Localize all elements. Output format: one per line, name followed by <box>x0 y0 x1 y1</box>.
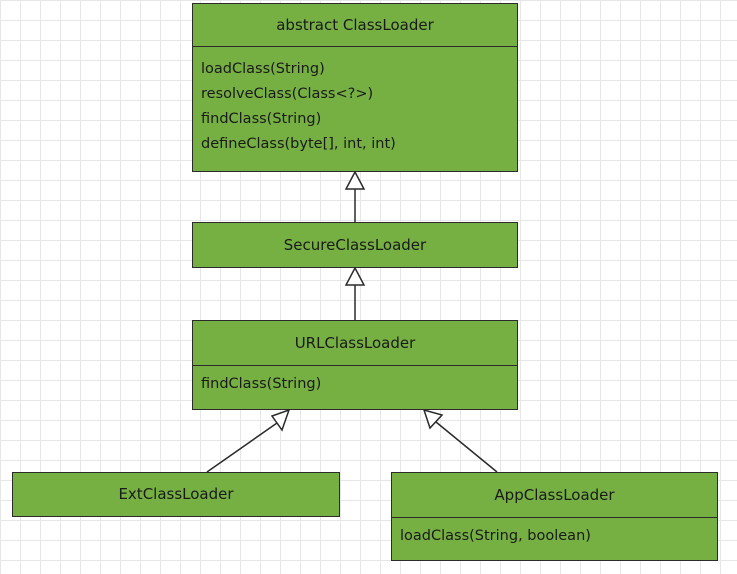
inheritance-arrowhead <box>422 408 444 430</box>
class-box-secureclassloader[interactable]: SecureClassLoader <box>192 222 518 268</box>
method-list: findClass(String) <box>193 365 517 408</box>
class-box-classloader[interactable]: abstract ClassLoader loadClass(String) r… <box>192 3 518 172</box>
class-box-appclassloader[interactable]: AppClassLoader loadClass(String, boolean… <box>391 472 718 561</box>
method-item: findClass(String) <box>201 111 322 127</box>
method-item: loadClass(String) <box>201 61 325 77</box>
method-item: findClass(String) <box>201 376 322 392</box>
edge-app-to-url <box>435 421 498 473</box>
method-item: loadClass(String, boolean) <box>400 528 591 544</box>
class-box-extclassloader[interactable]: ExtClassLoader <box>12 472 340 517</box>
class-box-urlclassloader[interactable]: URLClassLoader findClass(String) <box>192 320 518 410</box>
inheritance-arrowhead <box>344 266 366 286</box>
inheritance-arrowhead <box>344 170 366 190</box>
class-name: abstract ClassLoader <box>276 16 434 34</box>
method-list: loadClass(String, boolean) <box>392 517 717 559</box>
class-name: ExtClassLoader <box>118 485 234 503</box>
class-name: AppClassLoader <box>494 486 615 504</box>
class-name: SecureClassLoader <box>283 235 427 254</box>
method-item: resolveClass(Class<?>) <box>201 86 374 102</box>
inheritance-arrowhead <box>270 408 291 432</box>
method-list: loadClass(String) resolveClass(Class<?>)… <box>193 46 517 170</box>
method-item: defineClass(byte[], int, int) <box>201 136 396 152</box>
class-name: URLClassLoader <box>294 334 416 352</box>
edge-ext-to-url <box>206 422 278 473</box>
